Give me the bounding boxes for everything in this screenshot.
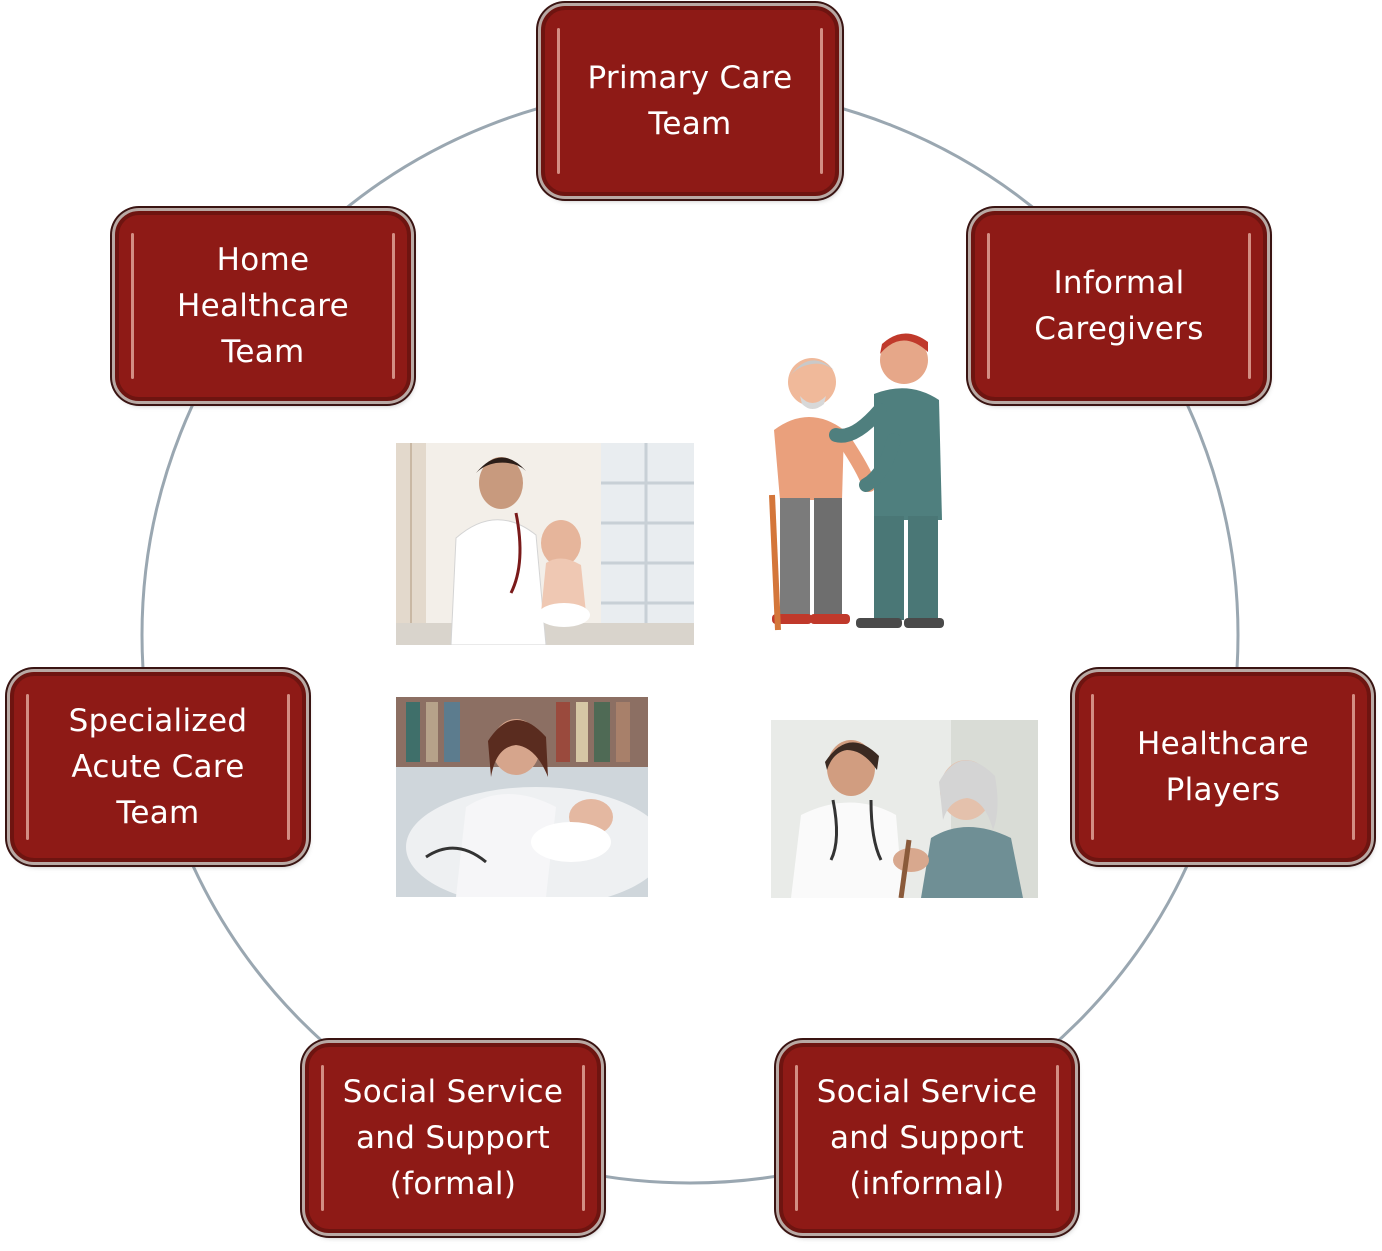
node-social-service-informal: Social Service and Support (informal) [779,1043,1075,1233]
node-informal-caregivers: Informal Caregivers [971,211,1267,401]
node-healthcare-players: Healthcare Players [1075,672,1371,862]
caregiver-helping-elderly-man-illustration [744,330,954,640]
node-label: Social Service and Support (informal) [816,1074,1038,1202]
node-social-service-formal: Social Service and Support (formal) [305,1043,601,1233]
node-specialized-acute-care-team: Specialized Acute Care Team [10,672,306,862]
nurse-with-elderly-woman-photo [771,720,1038,898]
doctor-examining-baby-photo [396,443,694,645]
node-label: Primary Care Team [587,60,793,142]
node-label: Social Service and Support (formal) [342,1074,564,1202]
node-label: Informal Caregivers [1034,265,1204,347]
node-label: Healthcare Players [1137,726,1309,808]
node-home-healthcare-team: Home Healthcare Team [115,211,411,401]
mother-with-newborn-photo [396,697,648,897]
node-label: Specialized Acute Care Team [68,703,248,831]
node-primary-care-team: Primary Care Team [541,6,839,196]
node-label: Home Healthcare Team [177,242,349,370]
